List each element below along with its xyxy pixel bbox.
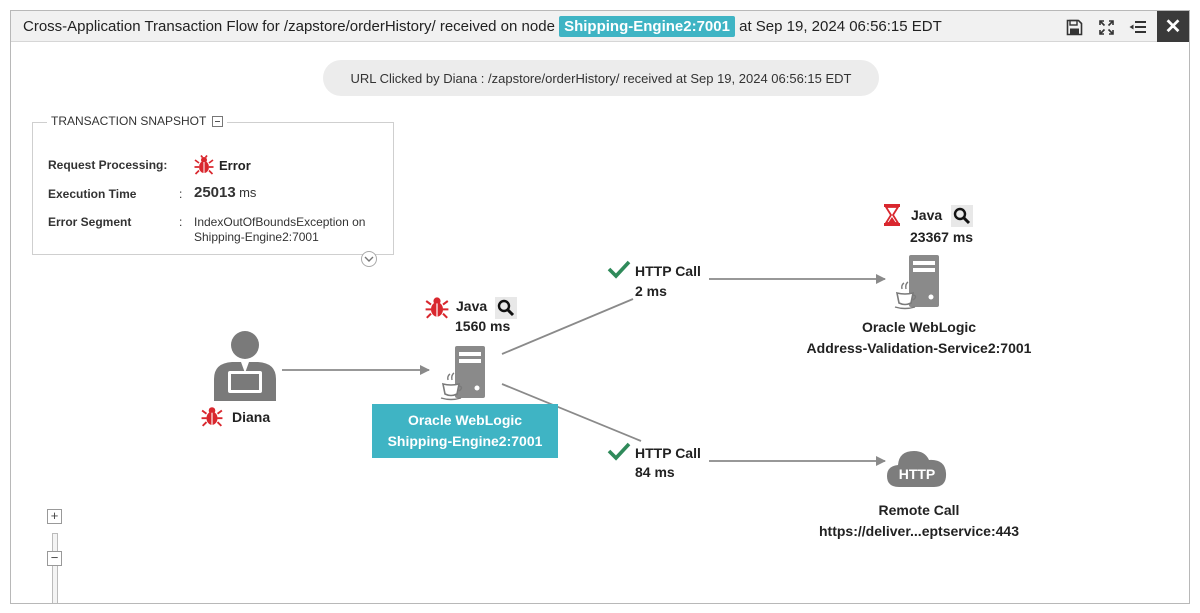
edge-shipping-to-call1 bbox=[501, 298, 634, 355]
search-icon[interactable] bbox=[495, 297, 517, 324]
snapshot-heading: TRANSACTION SNAPSHOT bbox=[51, 114, 207, 128]
request-status-value: Error bbox=[219, 158, 251, 173]
title-prefix: Cross-Application Transaction Flow for /… bbox=[23, 18, 555, 35]
shipping-tech-label: Java bbox=[456, 298, 488, 314]
transaction-flow-window: Cross-Application Transaction Flow for /… bbox=[10, 10, 1190, 604]
address-tech-label: Java bbox=[911, 207, 943, 223]
java-server-icon[interactable] bbox=[893, 253, 943, 316]
bug-icon bbox=[201, 405, 223, 432]
shipping-time: 1560 ms bbox=[455, 318, 511, 334]
bug-icon bbox=[425, 295, 449, 324]
url-banner: URL Clicked by Diana : /zapstore/orderHi… bbox=[323, 60, 879, 96]
address-node-line2: Address-Validation-Service2:7001 bbox=[806, 340, 1032, 356]
shipping-node-label[interactable]: Oracle WebLogic Shipping-Engine2:7001 bbox=[372, 404, 558, 458]
user-avatar-icon[interactable] bbox=[208, 329, 282, 406]
user-name: Diana bbox=[232, 409, 271, 425]
java-server-icon[interactable] bbox=[439, 344, 489, 407]
snapshot-legend: TRANSACTION SNAPSHOT bbox=[47, 114, 228, 128]
shipping-node-line1: Oracle WebLogic bbox=[407, 412, 523, 428]
remote-node-line2: https://deliver...eptservice:443 bbox=[819, 523, 1019, 539]
call1-time: 2 ms bbox=[635, 283, 667, 299]
call2-label: HTTP Call bbox=[635, 445, 701, 461]
search-icon[interactable] bbox=[951, 205, 973, 232]
collapse-icon[interactable] bbox=[212, 115, 224, 127]
bug-icon bbox=[194, 154, 214, 178]
flow-edges bbox=[282, 274, 886, 466]
fullscreen-icon[interactable] bbox=[1095, 16, 1117, 38]
remote-node-label[interactable]: Remote Call https://deliver...eptservice… bbox=[779, 500, 1059, 542]
execution-time-value: 25013 ms bbox=[194, 185, 394, 201]
title-bar: Cross-Application Transaction Flow for /… bbox=[11, 11, 1189, 42]
execution-time-unit: ms bbox=[239, 185, 257, 200]
transaction-snapshot-panel: TRANSACTION SNAPSHOT Request Processing:… bbox=[32, 114, 394, 267]
zoom-in-button[interactable]: + bbox=[47, 509, 62, 524]
hourglass-icon bbox=[883, 203, 901, 232]
call2-time: 84 ms bbox=[635, 464, 675, 480]
zoom-out-button[interactable]: − bbox=[47, 551, 62, 566]
snapshot-label: Execution Time bbox=[48, 187, 137, 201]
address-node-label[interactable]: Oracle WebLogic Address-Validation-Servi… bbox=[779, 317, 1059, 359]
call1-label: HTTP Call bbox=[635, 263, 701, 279]
node-badge[interactable]: Shipping-Engine2:7001 bbox=[559, 16, 735, 37]
chevron-down-icon[interactable] bbox=[361, 251, 377, 267]
cloud-icon[interactable]: HTTP bbox=[885, 443, 949, 494]
save-icon[interactable] bbox=[1063, 16, 1085, 38]
address-node-line1: Oracle WebLogic bbox=[861, 319, 977, 335]
zoom-slider-track[interactable] bbox=[52, 533, 58, 603]
remote-node-line1: Remote Call bbox=[878, 502, 960, 518]
close-icon[interactable]: ✕ bbox=[1157, 11, 1189, 42]
snapshot-label: Error Segment bbox=[48, 215, 132, 229]
error-segment-value: IndexOutOfBoundsException on Shipping-En… bbox=[194, 215, 366, 244]
list-collapse-icon[interactable] bbox=[1127, 16, 1149, 38]
edge-shipping-to-call2 bbox=[501, 383, 642, 442]
title-suffix: at Sep 19, 2024 06:56:15 EDT bbox=[739, 18, 942, 35]
snapshot-label: Request Processing: bbox=[48, 158, 168, 172]
remote-http-text: HTTP bbox=[899, 466, 936, 482]
shipping-node-line2: Shipping-Engine2:7001 bbox=[387, 433, 543, 449]
execution-time-number: 25013 bbox=[194, 184, 236, 201]
check-icon bbox=[607, 259, 631, 284]
snapshot-colon: : bbox=[179, 215, 183, 229]
check-icon bbox=[607, 441, 631, 466]
address-time: 23367 ms bbox=[910, 229, 974, 245]
snapshot-colon: : bbox=[179, 187, 183, 201]
window-title: Cross-Application Transaction Flow for /… bbox=[23, 16, 942, 37]
